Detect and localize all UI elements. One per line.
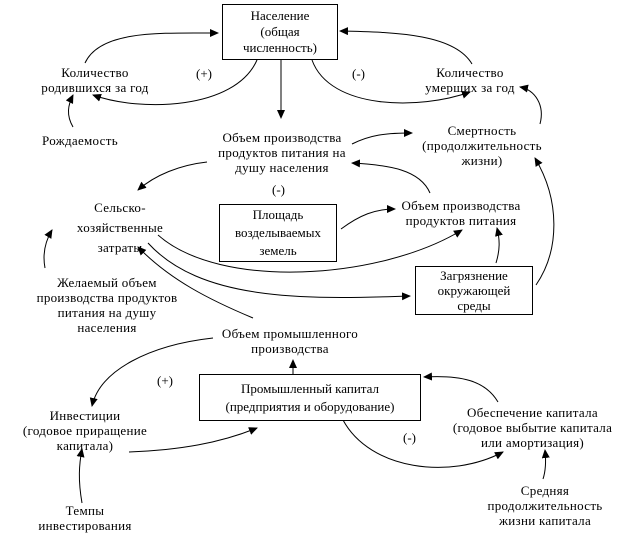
arrow-food-production-to-food-per-capita [351,159,431,194]
loop-sign-deaths: (-) [352,66,365,81]
arrow-lifetime-to-depreciation [541,449,550,480]
node-agri-inputs: Сельско- хозяйственные затраты [76,200,164,255]
arrow-population-to-deaths [311,59,471,104]
node-capital-lifetime: Средняя продолжительность жизни капитала [487,483,603,528]
node-depreciation: Обеспечение капитала (годовое выбытие ка… [452,405,613,450]
node-investment-rate: Темпы инвестирования [38,503,132,533]
node-birth-rate: Рождаемость [42,133,118,148]
arrow-mortality-to-deaths [519,84,542,125]
node-births: Количество родившихся за год [41,65,149,95]
arrow-industrial-output-to-agri-inputs [137,246,254,319]
loop-sign-births: (+) [196,66,212,81]
node-population: Население (общая численность) [222,4,338,60]
arrow-desired-food-to-agri-inputs [43,229,53,269]
arrow-depreciation-to-capital [423,372,499,403]
arrow-birthrate-to-births [65,94,74,128]
node-investment: Инвестиции (годовое приращение капитала) [22,408,148,453]
node-industrial-capital: Промышленный капитал (предприятия и обор… [199,374,421,421]
arrow-investment-to-capital [128,427,258,453]
node-industrial-output: Объем промышленного производства [221,326,359,356]
node-food-production: Объем производства продуктов питания [401,198,521,228]
arrow-pollution-to-mortality [534,157,555,286]
loop-sign-depreciation: (-) [403,430,416,445]
node-arable-land: Площадь возделываемых земель [219,204,337,262]
loop-sign-food: (-) [272,182,285,197]
node-food-per-capita: Объем производства продуктов питания на … [218,130,346,175]
arrow-food-per-capita-to-agri-inputs [137,161,208,191]
arrow-land-to-food-production [340,205,396,230]
arrow-births-to-population [84,28,219,64]
node-pollution: Загрязнение окружающей среды [415,266,533,315]
arrow-industrial-output-to-investment [89,337,214,407]
node-mortality: Смертность (продолжительность жизни) [422,123,542,168]
arrow-pollution-to-food-production [495,227,503,264]
arrow-investment-rate-to-investment [76,448,85,504]
arrow-agri-inputs-to-pollution [147,242,411,301]
arrow-agri-inputs-to-food-production [157,229,463,273]
node-desired-food: Желаемый объем производства продуктов пи… [36,275,178,335]
arrow-population-to-births [92,59,258,106]
arrow-deaths-to-population [339,27,473,65]
loop-sign-investment: (+) [157,373,173,388]
node-deaths: Количество умерших за год [425,65,515,95]
arrow-food-per-capita-to-mortality [351,129,413,145]
arrow-capital-to-depreciation [342,419,504,468]
